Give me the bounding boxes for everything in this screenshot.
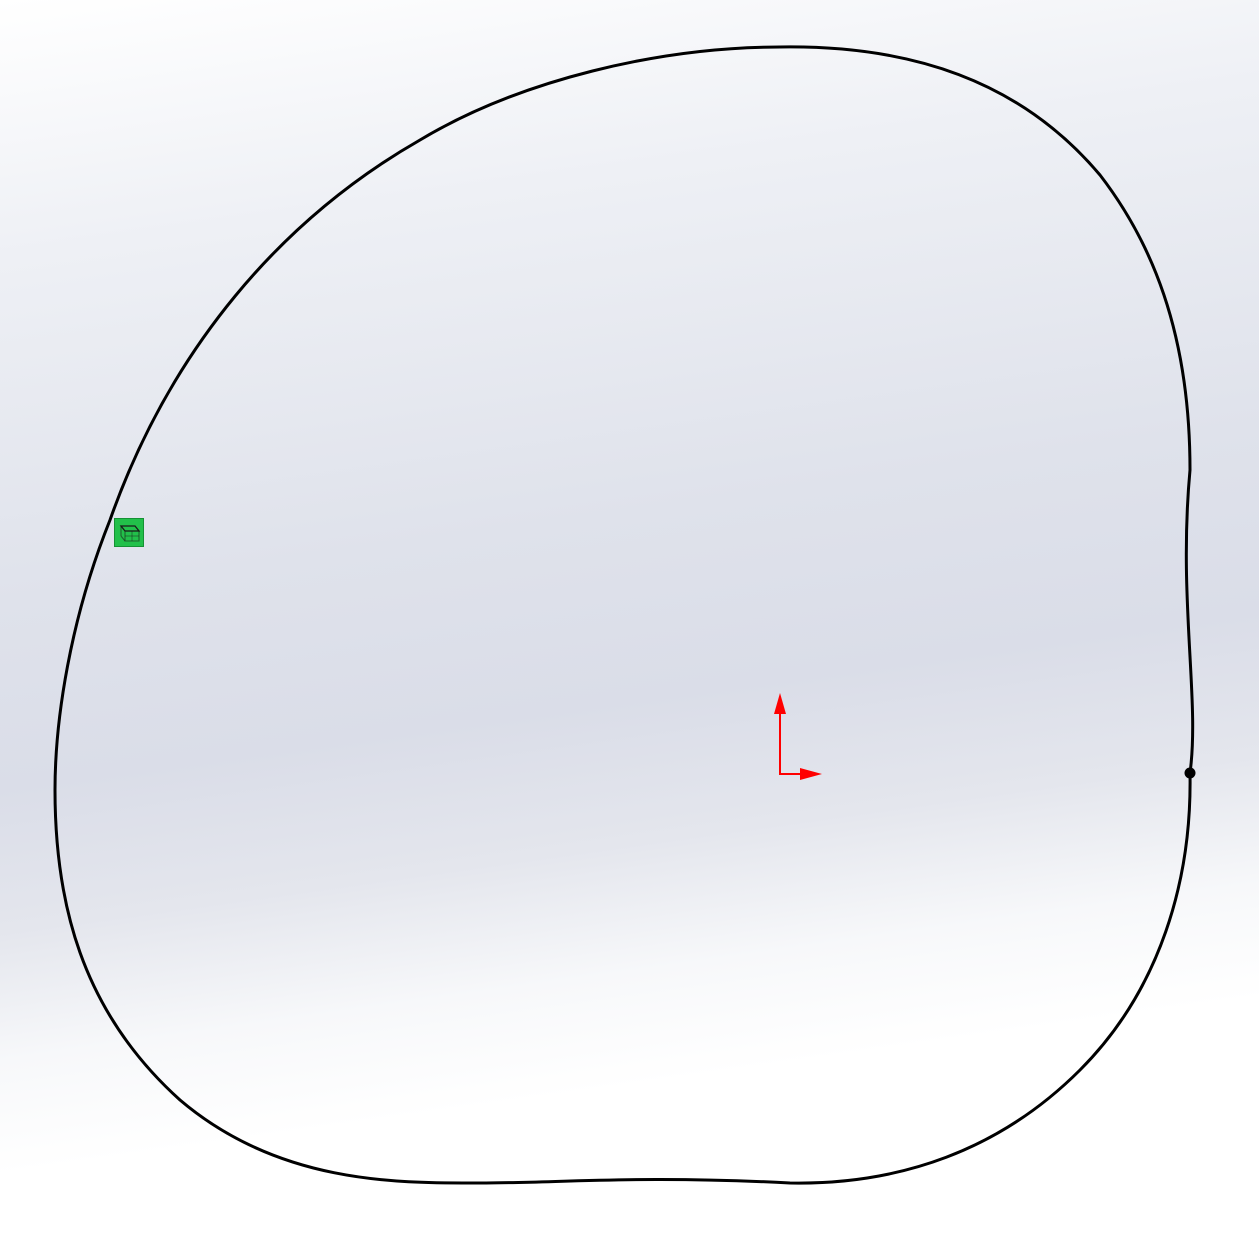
closed-spline[interactable] [53,45,1195,1185]
y-axis-arrow [774,693,786,714]
fixed-relation-icon [119,525,141,542]
x-axis-arrow [800,768,822,780]
relation-marker[interactable] [114,518,144,547]
spline-endpoint[interactable] [1184,767,1196,779]
sketch-origin[interactable] [774,693,822,780]
